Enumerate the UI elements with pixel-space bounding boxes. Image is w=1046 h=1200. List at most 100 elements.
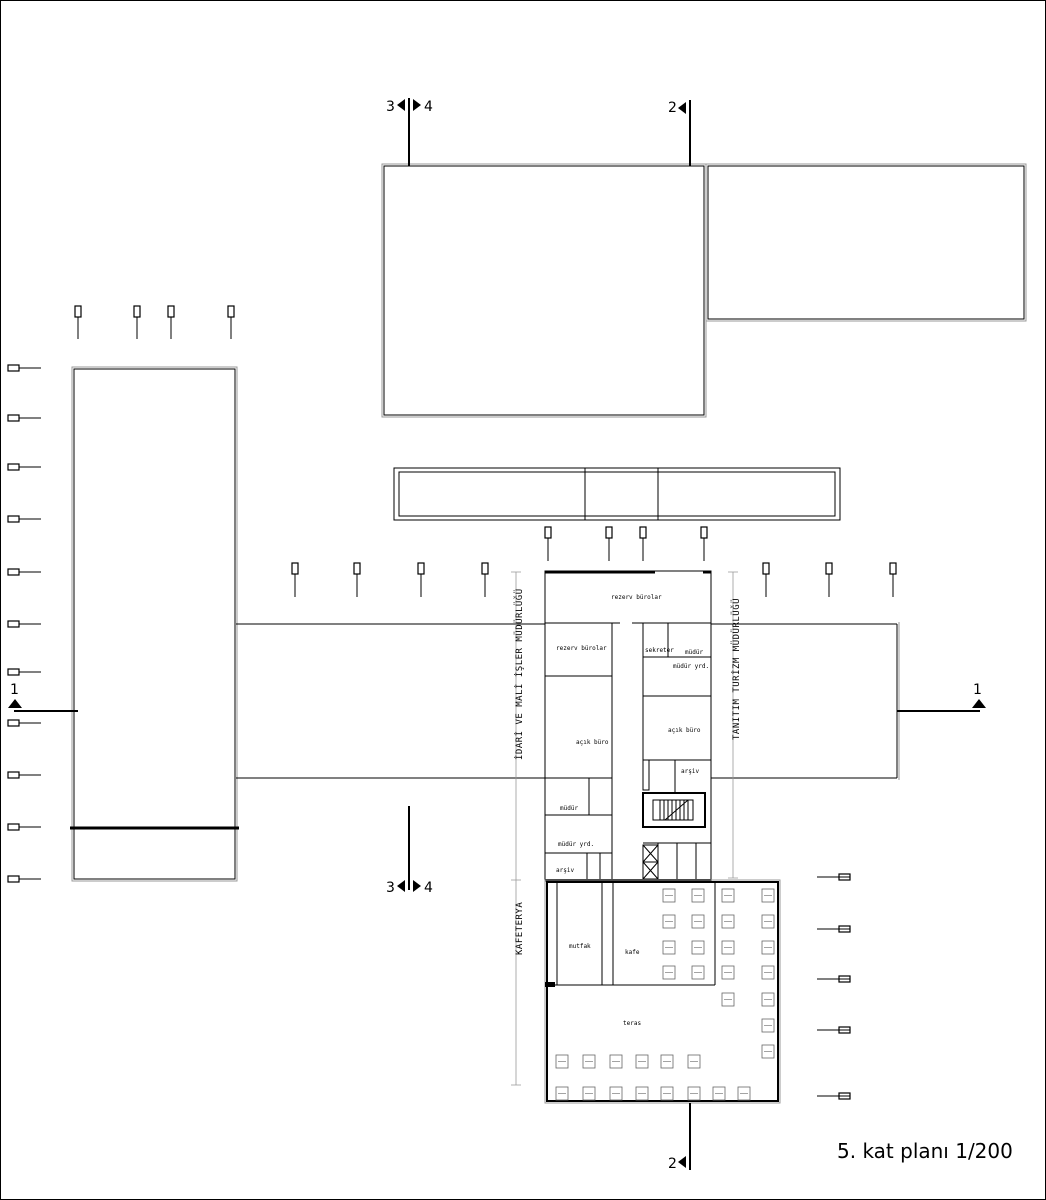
cafe-table-icon bbox=[635, 1054, 649, 1069]
cafe-table-icon bbox=[691, 965, 705, 980]
cafe-table-icon bbox=[687, 1086, 701, 1101]
axis-tag-icon bbox=[7, 875, 41, 883]
cafe-table-icon bbox=[662, 940, 676, 955]
room-label-mutfak: mutfak bbox=[569, 943, 591, 950]
axis-tag-icon bbox=[481, 562, 489, 597]
axis-tag-icon bbox=[7, 771, 41, 779]
axis-tag-icon bbox=[7, 668, 41, 676]
top-block-left bbox=[381, 163, 707, 418]
department-label-tourism: TANITIM TURİZM MÜDÜRLÜĞÜ bbox=[730, 598, 742, 740]
cafe-table-icon bbox=[721, 914, 735, 929]
axis-tag-icon bbox=[605, 526, 613, 561]
axis-tag-icon bbox=[544, 526, 552, 561]
axis-tag-icon bbox=[889, 562, 897, 597]
room-label-mudur-yrd-left: müdür yrd. bbox=[558, 841, 594, 848]
cafe-table-icon bbox=[721, 940, 735, 955]
axis-tag-icon bbox=[7, 364, 41, 372]
section-marker-3-4-top: 3 4 bbox=[386, 98, 433, 166]
cafe-table-icon bbox=[761, 1018, 775, 1033]
svg-text:4: 4 bbox=[424, 880, 433, 896]
room-label-mudur-yrd-right: müdür yrd. bbox=[673, 663, 709, 670]
grid-axis-tags bbox=[7, 305, 897, 1100]
cafe-table-icon bbox=[761, 940, 775, 955]
cafe-table-icon bbox=[660, 1086, 674, 1101]
east-west-wing bbox=[236, 622, 900, 780]
department-label-cafeteria: KAFETERYA bbox=[515, 902, 525, 955]
cafe-table-icon bbox=[582, 1054, 596, 1069]
cafe-table-icon bbox=[609, 1054, 623, 1069]
axis-tag-icon bbox=[7, 719, 41, 727]
cafe-table-icon bbox=[609, 1086, 623, 1101]
svg-text:4: 4 bbox=[424, 99, 433, 115]
axis-tag-icon bbox=[825, 562, 833, 597]
top-block-right bbox=[705, 163, 1027, 322]
room-label-arsiv-right: arşiv bbox=[681, 768, 699, 775]
room-label-teras: teras bbox=[623, 1020, 641, 1027]
cafeteria-block bbox=[544, 879, 781, 1104]
cafe-table-icon bbox=[712, 1086, 726, 1101]
axis-tag-icon bbox=[817, 1092, 851, 1100]
cafe-table-icon bbox=[662, 914, 676, 929]
cafe-table-icon bbox=[662, 965, 676, 980]
left-tall-block bbox=[70, 366, 239, 882]
cafe-table-icon bbox=[687, 1054, 701, 1069]
department-label-admin: İDARİ VE MALİ İŞLER MÜDÜRLÜĞÜ bbox=[513, 588, 525, 760]
svg-text:1: 1 bbox=[973, 682, 982, 698]
axis-tag-icon bbox=[7, 620, 41, 628]
svg-text:3: 3 bbox=[386, 880, 395, 896]
axis-tag-icon bbox=[7, 568, 41, 576]
axis-tag-icon bbox=[817, 1026, 851, 1034]
cafe-table-icon bbox=[761, 914, 775, 929]
svg-text:1: 1 bbox=[10, 682, 19, 698]
cafe-table-icon bbox=[721, 992, 735, 1007]
axis-tag-icon bbox=[353, 562, 361, 597]
axis-tag-icon bbox=[291, 562, 299, 597]
cafe-table-icon bbox=[660, 1054, 674, 1069]
cafe-table-icon bbox=[761, 992, 775, 1007]
section-marker-2-bottom: 2 bbox=[668, 1103, 691, 1172]
cafe-table-icon bbox=[582, 1086, 596, 1101]
cafe-table-icon bbox=[555, 1086, 569, 1101]
cafe-table-icon bbox=[691, 888, 705, 903]
room-label-acik-buro-right: açık büro bbox=[668, 727, 701, 734]
room-label-arsiv-left: arşiv bbox=[556, 867, 574, 874]
room-label-sekreter: sekreter bbox=[645, 647, 674, 654]
axis-tag-icon bbox=[817, 975, 851, 983]
axis-tag-icon bbox=[7, 823, 41, 831]
room-label-kafe: kafe bbox=[625, 949, 640, 956]
stair-icon bbox=[652, 799, 694, 821]
section-marker-1-left: 1 bbox=[8, 682, 78, 712]
cafe-table-icon bbox=[721, 888, 735, 903]
cafe-table-icon bbox=[761, 1044, 775, 1059]
section-marker-2-top: 2 bbox=[668, 100, 691, 166]
room-label-mudur-right: müdür bbox=[685, 649, 703, 656]
cafe-table-icon bbox=[721, 965, 735, 980]
cafe-table-icon bbox=[555, 1054, 569, 1069]
svg-text:2: 2 bbox=[668, 1156, 677, 1172]
cafe-table-icon bbox=[691, 940, 705, 955]
axis-tag-icon bbox=[7, 463, 41, 471]
axis-tag-icon bbox=[700, 526, 708, 561]
dimension-lines bbox=[511, 571, 738, 1086]
room-label-rezerv-left: rezerv bürolar bbox=[556, 645, 607, 652]
room-label-acik-buro-left: açık büro bbox=[576, 739, 609, 746]
section-marker-3-4-bottom: 3 4 bbox=[386, 806, 433, 896]
cafe-table-icon bbox=[662, 888, 676, 903]
cafe-tables bbox=[555, 888, 775, 1101]
axis-tag-icon bbox=[817, 873, 851, 881]
elevator-icon bbox=[642, 844, 659, 880]
axis-tag-icon bbox=[639, 526, 647, 561]
section-marker-1-right: 1 bbox=[897, 682, 986, 712]
cafe-table-icon bbox=[761, 888, 775, 903]
axis-tag-icon bbox=[7, 414, 41, 422]
svg-text:2: 2 bbox=[668, 100, 677, 116]
axis-tag-icon bbox=[817, 925, 851, 933]
axis-tag-icon bbox=[762, 562, 770, 597]
office-block bbox=[544, 570, 712, 882]
axis-tag-icon bbox=[7, 515, 41, 523]
axis-tag-icon bbox=[74, 305, 82, 339]
cafe-table-icon bbox=[737, 1086, 751, 1101]
axis-tag-icon bbox=[133, 305, 141, 339]
cafe-table-icon bbox=[761, 965, 775, 980]
